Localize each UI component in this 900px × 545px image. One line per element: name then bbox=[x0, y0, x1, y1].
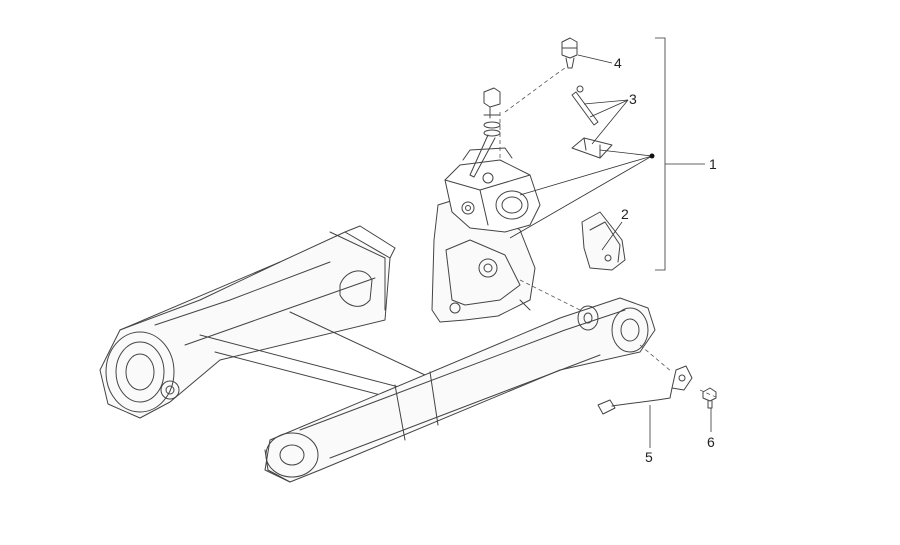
leader-lines bbox=[509, 37, 712, 448]
pad-spring bbox=[571, 137, 613, 159]
callout-4: 4 bbox=[614, 55, 622, 71]
brake-pads bbox=[581, 211, 626, 271]
bleed-screw bbox=[561, 37, 578, 69]
swingarm bbox=[99, 225, 656, 483]
wear-sensor bbox=[597, 365, 693, 415]
callout-1: 1 bbox=[709, 156, 717, 172]
callout-2: 2 bbox=[621, 206, 629, 222]
callout-3: 3 bbox=[629, 91, 637, 107]
pad-pin bbox=[571, 85, 599, 126]
assembly-dot bbox=[649, 153, 655, 159]
callout-6: 6 bbox=[707, 434, 715, 450]
brake-caliper bbox=[444, 147, 541, 233]
assembly-lines bbox=[499, 67, 719, 399]
callout-5: 5 bbox=[645, 449, 653, 465]
sensor-screw bbox=[702, 387, 717, 409]
caliper-bolt bbox=[469, 87, 501, 178]
